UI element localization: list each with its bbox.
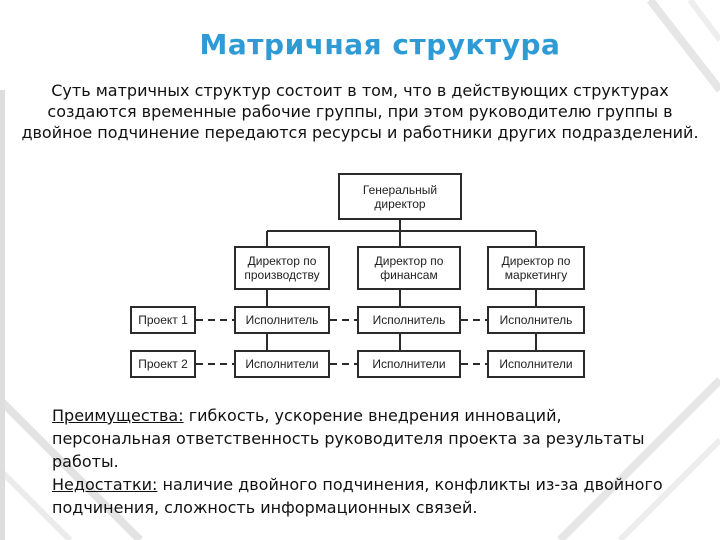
slide-title: Матричная структура	[199, 28, 561, 61]
director-production-line-2: производству	[244, 268, 320, 282]
ceo-label-line-2: директор	[374, 196, 426, 211]
disadvantages-paragraph: Недостатки: наличие двойного подчинения,…	[52, 473, 672, 519]
director-finance-box: Директор по финансам	[357, 246, 461, 290]
director-marketing-line-1: Директор по	[501, 254, 571, 268]
executors-finance-row-2: Исполнители	[357, 350, 461, 378]
executor-finance-row-1: Исполнитель	[357, 306, 461, 334]
intro-paragraph: Суть матричных структур состоит в том, ч…	[21, 81, 699, 142]
advantages-label: Преимущества:	[52, 406, 184, 425]
ceo-label-line-1: Генеральный	[362, 182, 438, 197]
director-production-box: Директор по производству	[234, 246, 330, 290]
executors-marketing-row-2: Исполнители	[487, 350, 585, 378]
disadvantages-text: наличие двойного подчинения, конфликты и…	[52, 475, 663, 517]
director-finance-line-1: Директор по	[374, 254, 444, 268]
director-finance-line-2: финансам	[380, 268, 438, 282]
executor-marketing-row-1: Исполнитель	[487, 306, 585, 334]
disadvantages-label: Недостатки:	[52, 475, 158, 494]
project-1-box: Проект 1	[130, 306, 196, 334]
pros-cons-section: Преимущества: гибкость, ускорение внедре…	[52, 404, 672, 519]
executors-production-row-2: Исполнители	[234, 350, 330, 378]
director-production-line-1: Директор по	[247, 254, 317, 268]
ceo-box: Генеральный директор	[338, 173, 462, 220]
director-marketing-box: Директор по маркетингу	[487, 246, 585, 290]
executor-production-row-1: Исполнитель	[234, 306, 330, 334]
project-2-box: Проект 2	[130, 350, 196, 378]
advantages-text: гибкость, ускорение внедрения инноваций,…	[52, 406, 645, 471]
advantages-paragraph: Преимущества: гибкость, ускорение внедре…	[52, 404, 672, 473]
director-marketing-line-2: маркетингу	[504, 268, 568, 282]
